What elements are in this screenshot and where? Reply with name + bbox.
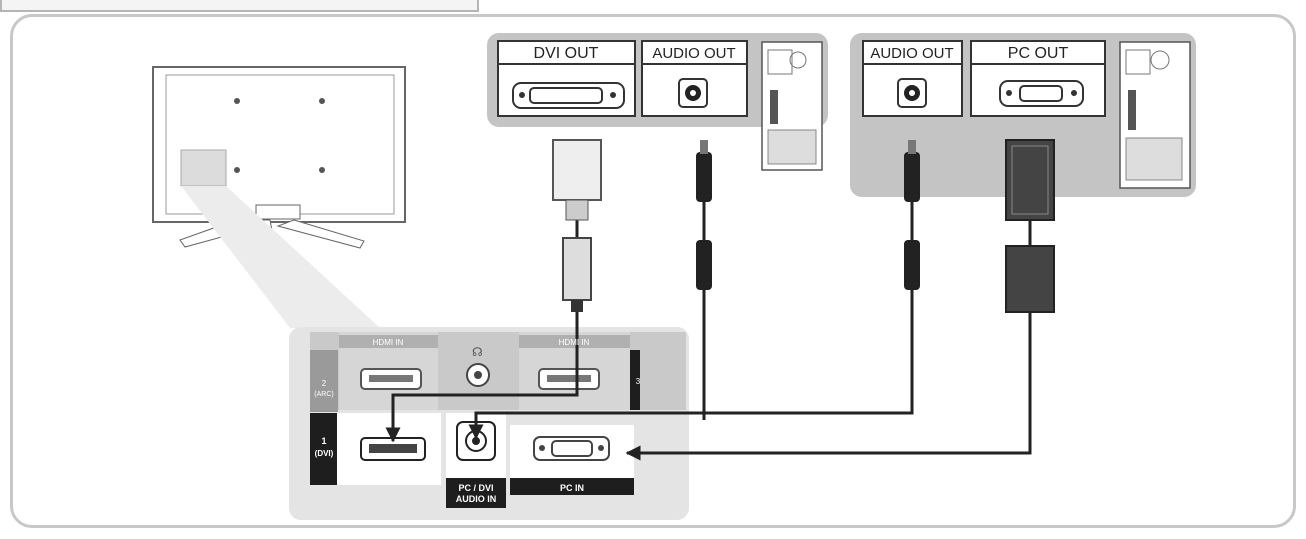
hdmi-in-label-2: HDMI IN <box>559 338 590 347</box>
audio-out-label-2: AUDIO OUT <box>870 45 953 62</box>
zoom-wedge <box>181 186 380 328</box>
computer-2-outputs <box>850 33 1196 197</box>
port-1-label: 1 <box>321 436 326 446</box>
port-2-label: 2 <box>322 379 327 388</box>
computer-1-outputs <box>487 33 828 171</box>
pc-cable-plug <box>1005 139 1055 313</box>
tv-connector-panel: ☊ <box>289 327 689 520</box>
port-3-label: 3 <box>636 377 641 386</box>
pc-out-label: PC OUT <box>1008 45 1069 62</box>
hdmi-in-label-1: HDMI IN <box>373 338 404 347</box>
svg-text:☊: ☊ <box>472 345 483 359</box>
audio-in-label-line1: PC / DVI <box>458 483 493 493</box>
port-2-sub-label: (ARC) <box>314 391 333 398</box>
audio-cable-plug-1 <box>696 140 712 290</box>
dvi-hdmi-cable-plug <box>552 139 602 312</box>
audio-out-label-1: AUDIO OUT <box>652 45 735 62</box>
dvi-out-label: DVI OUT <box>534 45 599 62</box>
port-1-sub-label: (DVI) <box>315 449 334 458</box>
pc-in-label: PC IN <box>560 483 584 493</box>
tv-rear-view <box>152 66 406 263</box>
audio-in-label-line2: AUDIO IN <box>456 494 497 504</box>
audio-cable-plug-2 <box>904 140 920 290</box>
header-strip <box>0 0 479 12</box>
